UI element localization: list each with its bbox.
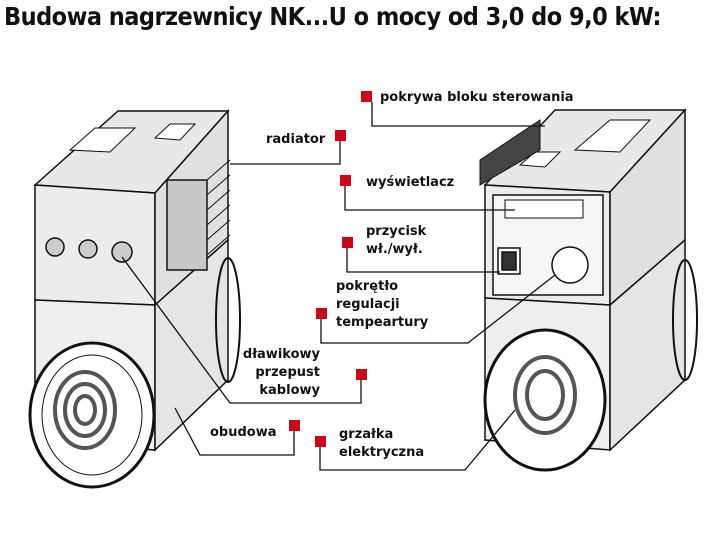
heater-left-drawing xyxy=(28,109,241,489)
label-line: przepust xyxy=(255,365,320,380)
leader-lines xyxy=(121,102,556,471)
marker-dlawikowy xyxy=(356,369,367,380)
label-line: pokrętło xyxy=(336,279,399,294)
label-line: grzałka xyxy=(339,427,394,442)
label-dlawikowy-przepust: dławikowy przepust kablowy xyxy=(242,346,320,400)
label-radiator: radiator xyxy=(266,132,326,147)
label-line: wł./wył. xyxy=(366,242,423,257)
label-line: dławikowy xyxy=(242,347,320,362)
label-pokretlo: pokrętło regulacji tempeartury xyxy=(336,278,428,332)
label-line: elektryczna xyxy=(339,445,425,460)
label-line: tempeartury xyxy=(336,315,429,330)
radiator-left xyxy=(166,179,208,271)
marker-obudowa xyxy=(289,420,300,431)
label-pokrywa-bloku-sterowania: pokrywa bloku sterowania xyxy=(380,90,574,105)
label-obudowa: obudowa xyxy=(210,425,277,440)
page-title: Budowa nagrzewnicy NK...U o mocy od 3,0 … xyxy=(4,2,661,31)
marker-pokretlo xyxy=(316,308,327,319)
label-grzalka: grzałka elektryczna xyxy=(339,426,424,462)
marker-pokrywa xyxy=(361,91,372,102)
label-line: przycisk xyxy=(366,224,427,239)
marker-grzalka xyxy=(315,436,326,447)
marker-przycisk xyxy=(342,237,353,248)
display-right xyxy=(504,199,584,219)
label-przycisk: przycisk wł./wył. xyxy=(366,223,426,259)
label-line: regulacji xyxy=(336,297,400,312)
heater-right-drawing xyxy=(479,108,698,472)
label-line: kablowy xyxy=(259,383,320,398)
marker-wyswietlacz xyxy=(340,175,351,186)
label-wyswietlacz: wyświetlacz xyxy=(366,175,455,190)
marker-radiator xyxy=(335,130,346,141)
